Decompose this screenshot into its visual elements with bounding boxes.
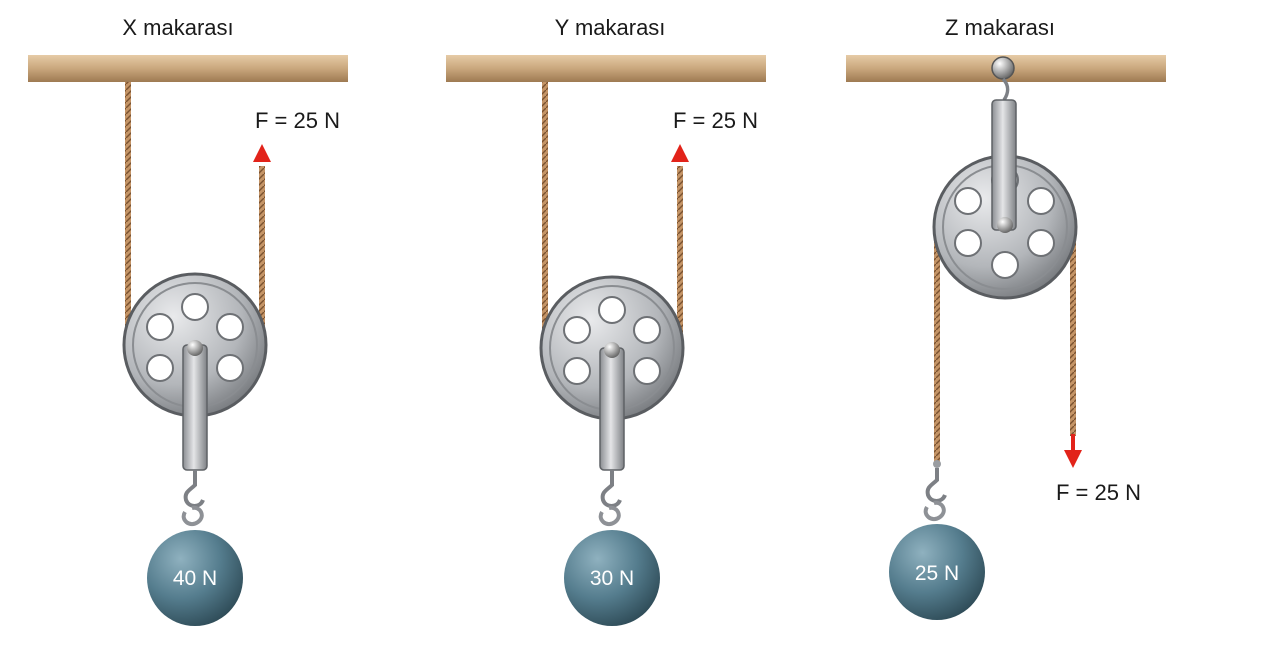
axle-y (604, 342, 620, 358)
pulley-y-title: Y makarası (555, 15, 666, 40)
force-arrow-up-y (671, 144, 689, 162)
wheel-hole (991, 251, 1019, 279)
force-label-y: F = 25 N (673, 108, 758, 133)
weight-ball-x (147, 530, 243, 626)
rope-z-right (1070, 240, 1076, 436)
wheel-hole (563, 357, 591, 385)
rope-y-left (542, 82, 548, 344)
hook-z (925, 468, 947, 503)
rope-x-left (125, 82, 131, 342)
pulley-arm-y (599, 347, 625, 471)
wheel-hole (633, 316, 661, 344)
pulley-z-title: Z makarası (945, 15, 1055, 40)
pulley-x-group: X makarası F = 25 N 40 N (28, 15, 348, 626)
hook-y (600, 470, 622, 508)
wheel-hole (1027, 187, 1055, 215)
wheel-hole (216, 313, 244, 341)
wheel-hole (146, 313, 174, 341)
wheel-hole (633, 357, 661, 385)
force-arrow-down-z (1064, 450, 1082, 468)
ceiling-beam-x (28, 55, 348, 82)
weight-label-x: 40 N (173, 567, 217, 590)
axle-z (997, 217, 1013, 233)
wheel-hole (181, 293, 209, 321)
weight-label-y: 30 N (590, 567, 634, 590)
wheel-hole (146, 354, 174, 382)
rope-z-left (934, 236, 940, 464)
weight-ball-y (564, 530, 660, 626)
wheel-hole (954, 187, 982, 215)
wheel-hole (563, 316, 591, 344)
wheel-hole (598, 296, 626, 324)
ceiling-mount-z (991, 56, 1015, 80)
ceiling-beam-y (446, 55, 766, 82)
wheel-hole (1027, 229, 1055, 257)
wheel-hole (216, 354, 244, 382)
force-arrow-up-x (253, 144, 271, 162)
weight-label-z: 25 N (915, 562, 959, 585)
rope-x-right (259, 166, 265, 342)
weight-ball-z (889, 524, 985, 620)
force-label-x: F = 25 N (255, 108, 340, 133)
hook-x (183, 470, 205, 508)
axle-x (187, 340, 203, 356)
pulley-x-title: X makarası (122, 15, 233, 40)
rope-y-right (677, 166, 683, 344)
pulley-arm-x (182, 344, 208, 471)
force-label-z: F = 25 N (1056, 480, 1141, 505)
pulley-arm-z (991, 99, 1017, 231)
wheel-hole (954, 229, 982, 257)
pulley-z-group: Z makarası F = 25 N 25 N (846, 15, 1166, 620)
pulley-y-group: Y makarası F = 25 N 30 N (446, 15, 766, 626)
